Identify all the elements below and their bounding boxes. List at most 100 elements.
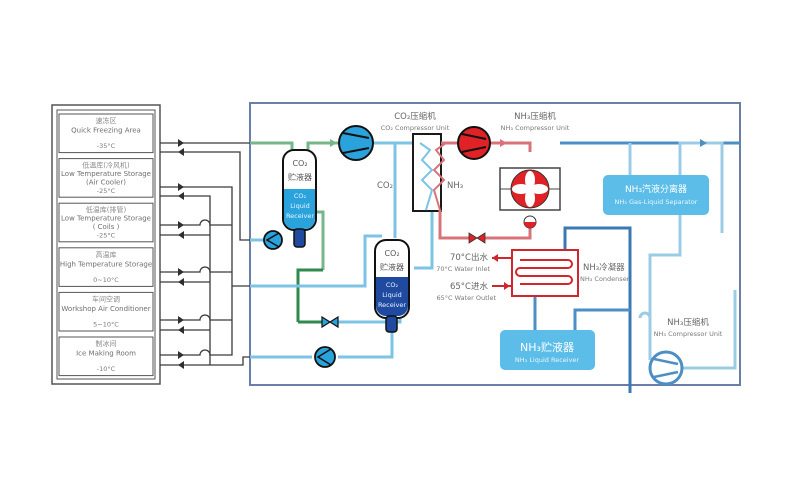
- co2-compressor: [338, 125, 374, 161]
- nh3-compressor-blades: [461, 133, 487, 153]
- fan-blade: [525, 189, 535, 207]
- line-sep-out: [648, 215, 682, 360]
- zone-en: Workshop Air Conditioner: [61, 305, 150, 313]
- line-nh3-discharge: [490, 141, 532, 152]
- zone-temp: -10°C: [97, 365, 116, 373]
- separator-label-cn: NH₃汽液分离器: [625, 183, 687, 195]
- zone-box: [58, 113, 154, 154]
- co2-receiver-left-outlet: [293, 228, 306, 248]
- arrow-right: [178, 316, 184, 324]
- nh3-compressor-top: [457, 126, 491, 160]
- zone-en: Ice Making Room: [76, 350, 136, 358]
- arrow-left: [178, 231, 184, 239]
- co2-receiver-mid-liquid: [376, 277, 408, 316]
- co2-receiver-mid-top1: CO₂: [384, 249, 399, 258]
- co2-receiver-mid-top2: 贮液器: [380, 262, 404, 272]
- line-crossover: [638, 311, 652, 319]
- line-co2-pump-line: [338, 318, 394, 359]
- zone-temp: -25°C: [97, 187, 116, 195]
- fan-blade: [525, 171, 535, 189]
- nh3-receiver-label-en: NH₃ Liquid Receiver: [515, 356, 580, 364]
- system-frame: [249, 102, 741, 386]
- nh3-pipe-label: NH₃: [447, 181, 463, 191]
- arrow-right: [178, 221, 184, 229]
- line-co2-return: [250, 234, 382, 288]
- pump-glyph: [316, 348, 332, 366]
- arrow-left: [178, 326, 184, 334]
- co2-pump-bottom: [314, 346, 336, 368]
- pump-glyph: [265, 232, 280, 248]
- nh3-receiver-box: [500, 330, 595, 370]
- arrow-water-in: [504, 282, 510, 290]
- nh3-expansion-valve: [468, 232, 486, 244]
- arrow-right: [178, 351, 184, 359]
- nh3-compressor-top-label-en: NH₃ Compressor Unit: [501, 124, 570, 132]
- nh3-compressor-bottom: [648, 350, 684, 386]
- co2-receiver-left-b1: CO₂: [294, 192, 307, 200]
- arrow-left: [178, 361, 184, 369]
- separator-label-en: NH₃ Gas-Liquid Separator: [615, 198, 698, 206]
- zone-box: [58, 247, 154, 287]
- zone-en: Low Temperature Storage: [61, 170, 151, 178]
- zone-cn: 制冰间: [96, 339, 117, 348]
- co2-pump-left: [263, 230, 283, 250]
- line-supply-6: [160, 286, 233, 356]
- co2-receiver-mid-b3: Receiver: [378, 301, 406, 309]
- arrow-left: [178, 192, 184, 200]
- brine-arrows: [178, 139, 184, 369]
- zone-box: [58, 336, 154, 377]
- zone-temp: -35°C: [97, 142, 116, 150]
- co2-receiver-left-b2: Liquid: [290, 202, 310, 210]
- zone-cn: 速冻区: [96, 116, 117, 125]
- co2-compressor-body: [338, 125, 374, 161]
- condenser-label-cn: NH₃冷凝器: [583, 262, 625, 273]
- arrow-nh3-blue: [700, 139, 707, 147]
- zone-cn: 低温库(冷风机): [82, 161, 130, 170]
- zones-panel: [51, 104, 161, 385]
- hx-co2-coil: [419, 142, 434, 211]
- co2-receiver-left-top1: CO₂: [292, 159, 307, 168]
- water-in-label-en: 65°C Water Outlet: [436, 294, 496, 302]
- nh3-compressor-bottom-label-cn: NH₃压缩机: [667, 317, 709, 328]
- drum-fill: [524, 222, 536, 228]
- co2-receiver-mid-outlet: [385, 315, 398, 333]
- nh3-condenser: [492, 249, 579, 297]
- co2-receiver-left: CO₂ 贮液器 CO₂ Liquid Receiver: [282, 149, 317, 248]
- co2-expansion-valve: [321, 315, 339, 329]
- line-supply-3: [160, 219, 232, 226]
- hx-nh3-coil: [432, 142, 447, 211]
- nh3-compressor-bottom-blades: [653, 357, 679, 379]
- arrow-left: [178, 148, 184, 156]
- zone-box: [58, 158, 154, 198]
- valve-shape: [321, 315, 339, 329]
- brine-lines: [160, 142, 260, 366]
- fan-blade: [512, 184, 530, 194]
- zone-temp: -25°C: [97, 232, 116, 240]
- co2-receiver-left-liquid: [284, 189, 315, 229]
- co2-receiver-mid: CO₂ 贮液器 CO₂ Liquid Receiver: [374, 239, 410, 333]
- zones-outer-frame: [51, 104, 161, 385]
- water-pipes: [492, 257, 512, 287]
- water-out-label-en: 70°C Water Inlet: [436, 265, 490, 273]
- nh3-compressor-bottom-label-en: NH₃ Compressor Unit: [654, 330, 723, 338]
- condenser-shell: [511, 249, 579, 297]
- zone-cn: 低温库(排管): [86, 205, 127, 214]
- water-in-label-cn: 65°C进水: [450, 281, 489, 292]
- arrow-right: [178, 183, 184, 191]
- zone-en: High Temperature Storage: [60, 260, 152, 268]
- arrow-left: [178, 278, 184, 286]
- zone-en2: ( Coils ): [93, 223, 120, 231]
- zone-temp: 0~10°C: [93, 276, 119, 284]
- arrow-water-out: [492, 254, 498, 262]
- zone-en2: (Air Cooler): [86, 179, 126, 187]
- pump-body: [263, 230, 283, 250]
- zone-en: Low Temperature Storage: [61, 215, 151, 223]
- nh3-gas-liquid-separator: NH₃汽液分离器 NH₃ Gas-Liquid Separator: [603, 175, 709, 215]
- line-co2-green-dark: [296, 268, 323, 322]
- separator-box: [603, 175, 709, 215]
- arrow-right: [178, 139, 184, 147]
- co2-receiver-mid-b2: Liquid: [382, 291, 402, 299]
- valve-shape: [468, 232, 486, 244]
- co2-receiver-left-top2: 贮液器: [288, 172, 312, 182]
- zone-box: [58, 291, 154, 332]
